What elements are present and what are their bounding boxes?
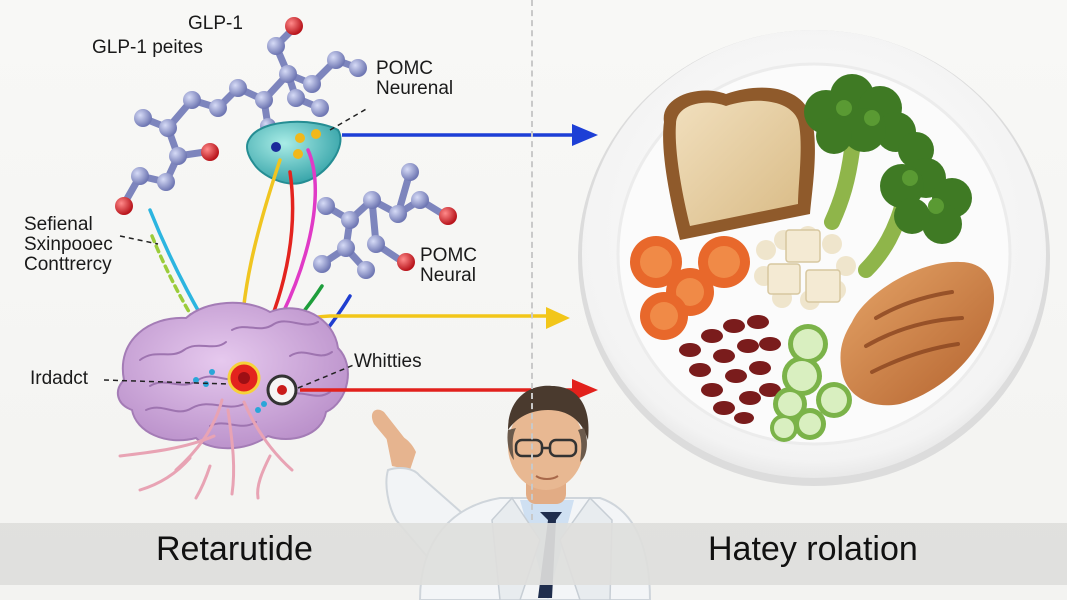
neuron-icon — [246, 120, 342, 185]
bread-icon — [663, 87, 815, 240]
label-sefienal-line2: Sxinpooec — [24, 233, 113, 255]
broccoli-icon — [804, 74, 972, 278]
divider — [531, 0, 533, 520]
beans-icon — [679, 315, 781, 424]
plate-icon — [578, 30, 1050, 486]
label-pomc-mid: POMC Neural — [420, 246, 477, 286]
leader-lines — [103, 107, 369, 389]
chicken-icon — [840, 261, 995, 406]
caption-bar — [0, 523, 1067, 585]
label-sefienal-line1: Sefienal — [24, 214, 93, 235]
caption-left: Retarutide — [156, 530, 313, 568]
cucumber-icon — [770, 324, 852, 442]
caption-right: Hatey rolation — [708, 530, 918, 568]
molecule-icon — [313, 163, 457, 279]
arrows — [300, 124, 598, 401]
molecule-icon — [115, 17, 367, 215]
label-sefienal-line3: Conttrercy — [24, 253, 112, 275]
label-irdadct: Irdadct — [30, 368, 89, 389]
label-whitties: Whitties — [354, 351, 422, 372]
label-sefienal: Sefienal Sxinpooec Conttrercy — [24, 215, 113, 275]
label-pomc-mid-line2: Neural — [420, 264, 476, 286]
tofu-icon — [754, 226, 856, 310]
label-glp1-peptides: GLP-1 peites — [92, 37, 203, 58]
carrot-icon — [630, 236, 750, 340]
label-pomc-top-line2: Neurenal — [376, 77, 454, 99]
brain-icon — [116, 301, 349, 500]
label-pomc-top-line1: POMC — [376, 58, 433, 79]
label-pomc-top: POMC Neurenal — [376, 59, 453, 99]
label-pomc-mid-line1: POMC — [420, 245, 477, 266]
label-glp1: GLP-1 — [188, 13, 243, 34]
